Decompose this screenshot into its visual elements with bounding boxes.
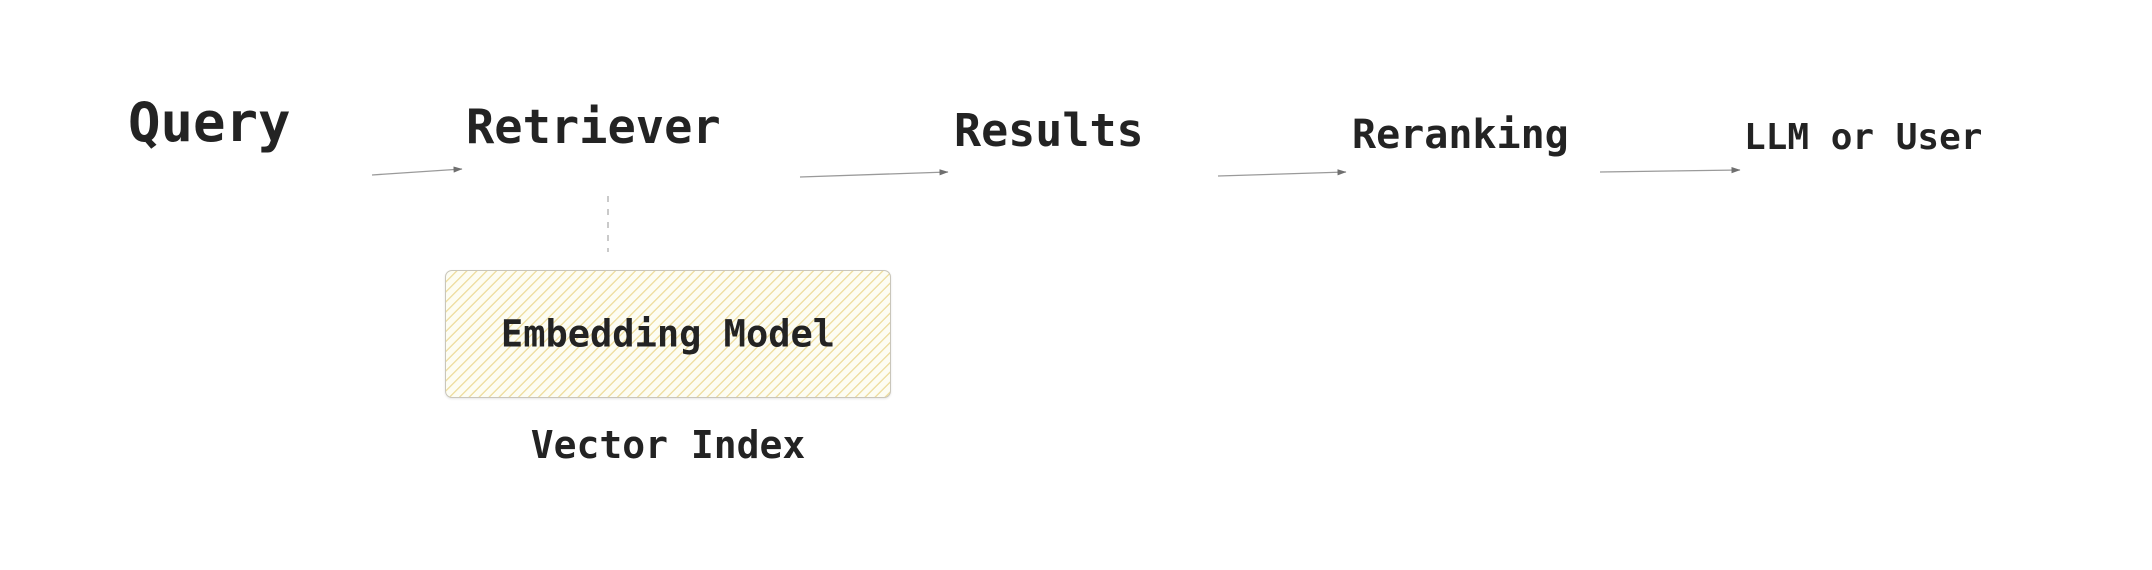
node-results[interactable]: Results (954, 104, 1144, 157)
edge-results-to-reranking (1217, 169, 1347, 177)
node-query[interactable]: Query (128, 91, 291, 154)
vector-index-cluster: Embedding Model (445, 270, 891, 398)
node-reranking[interactable]: Reranking (1352, 112, 1569, 158)
embedding-model-label: Embedding Model (500, 312, 836, 356)
edge-retriever-to-results (799, 169, 949, 178)
vector-index-caption: Vector Index (530, 423, 806, 467)
embedding-model-box[interactable]: Embedding Model (445, 270, 891, 398)
node-llm-or-user[interactable]: LLM or User (1744, 117, 1983, 158)
node-retriever[interactable]: Retriever (466, 100, 721, 155)
edge-query-to-retriever (371, 166, 463, 176)
edge-reranking-to-llm-or-user (1599, 167, 1741, 174)
